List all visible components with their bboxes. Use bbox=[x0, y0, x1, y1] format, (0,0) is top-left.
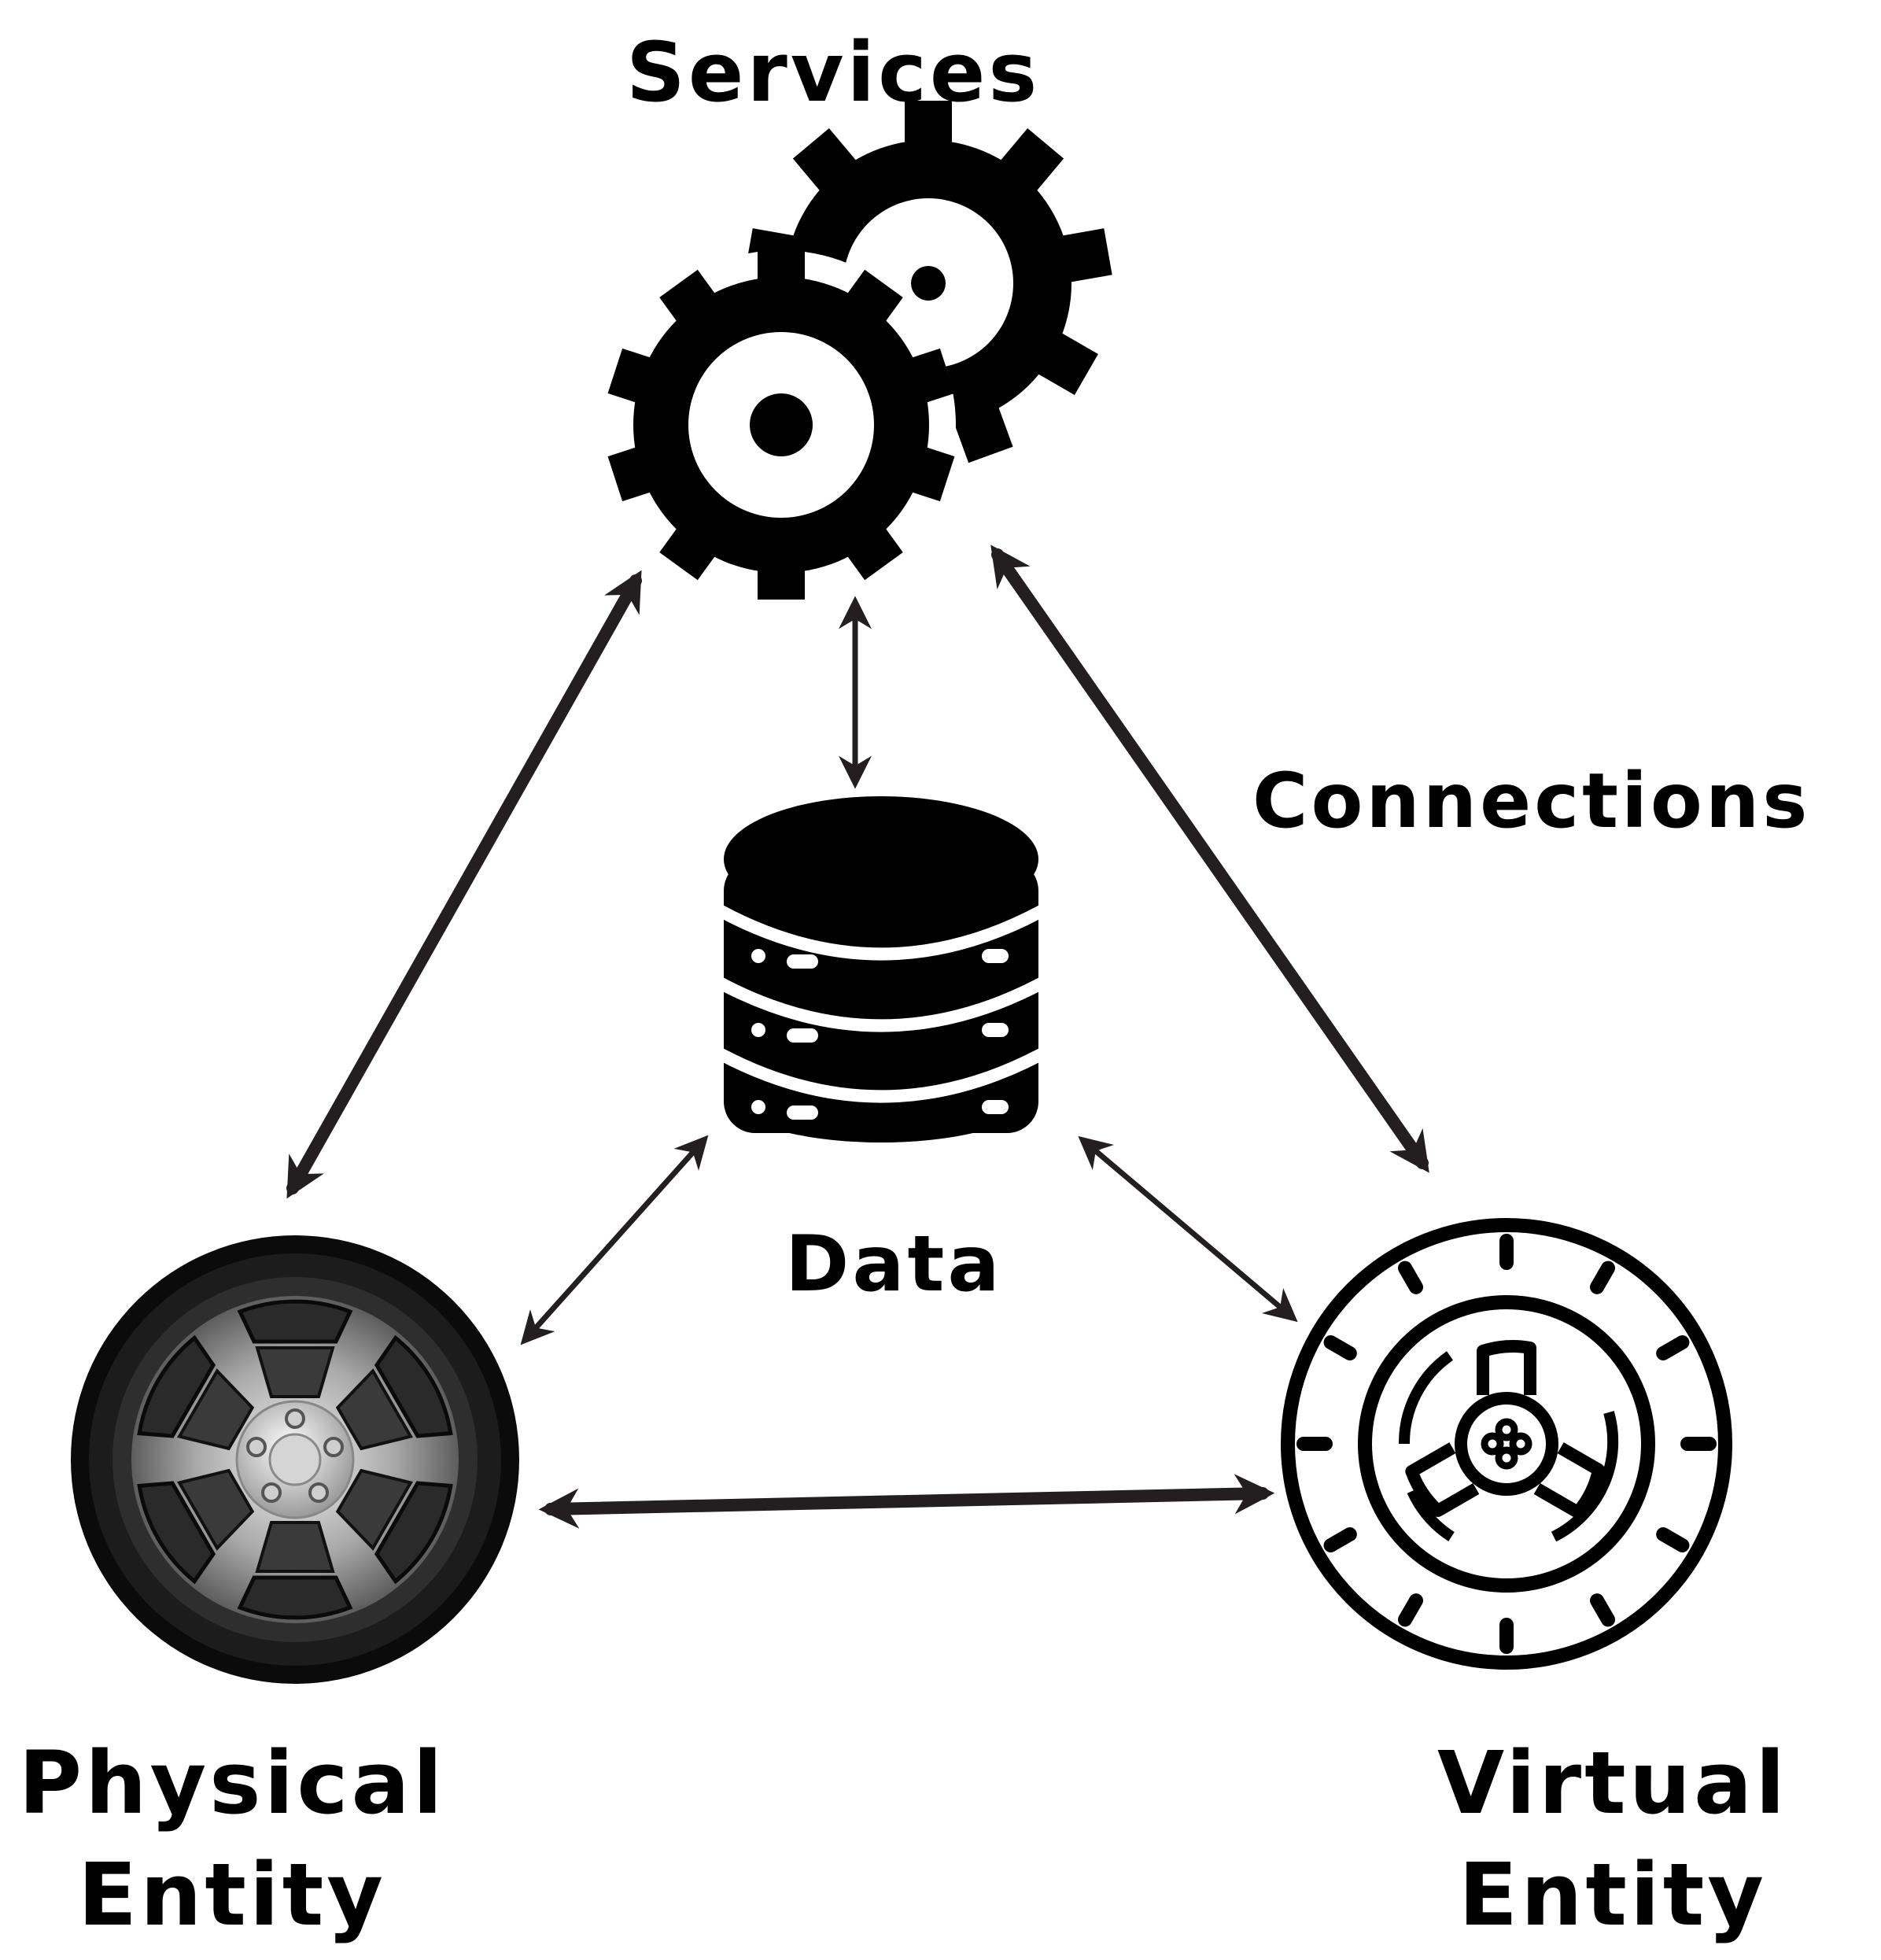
virtual-entity-line1: Virtual bbox=[1437, 1733, 1788, 1833]
connection-arrows bbox=[286, 544, 1429, 1529]
data-label: Data bbox=[785, 1220, 1003, 1309]
virtual-entity-label: Virtual Entity bbox=[1392, 1727, 1833, 1951]
services-label: Services bbox=[626, 24, 1041, 120]
connections-label: Connections bbox=[1252, 757, 1811, 845]
database-icon bbox=[706, 796, 1056, 1142]
virtual-entity-line2: Entity bbox=[1458, 1844, 1768, 1945]
large-gear-icon bbox=[607, 250, 956, 600]
wheel-outline-icon bbox=[1281, 1218, 1732, 1670]
arrow-services-virtual bbox=[990, 544, 1429, 1173]
physical-entity-label: Physical Entity bbox=[16, 1727, 448, 1951]
car-wheel-icon bbox=[71, 1235, 519, 1684]
arrow-data-virtual bbox=[1078, 1135, 1298, 1323]
gears-icon bbox=[607, 101, 1112, 600]
arrow-data-physical bbox=[520, 1135, 709, 1345]
arrow-services-physical bbox=[286, 570, 642, 1199]
physical-entity-line1: Physical bbox=[18, 1733, 446, 1833]
physical-entity-line2: Entity bbox=[77, 1844, 387, 1945]
arrow-physical-virtual bbox=[538, 1474, 1275, 1529]
